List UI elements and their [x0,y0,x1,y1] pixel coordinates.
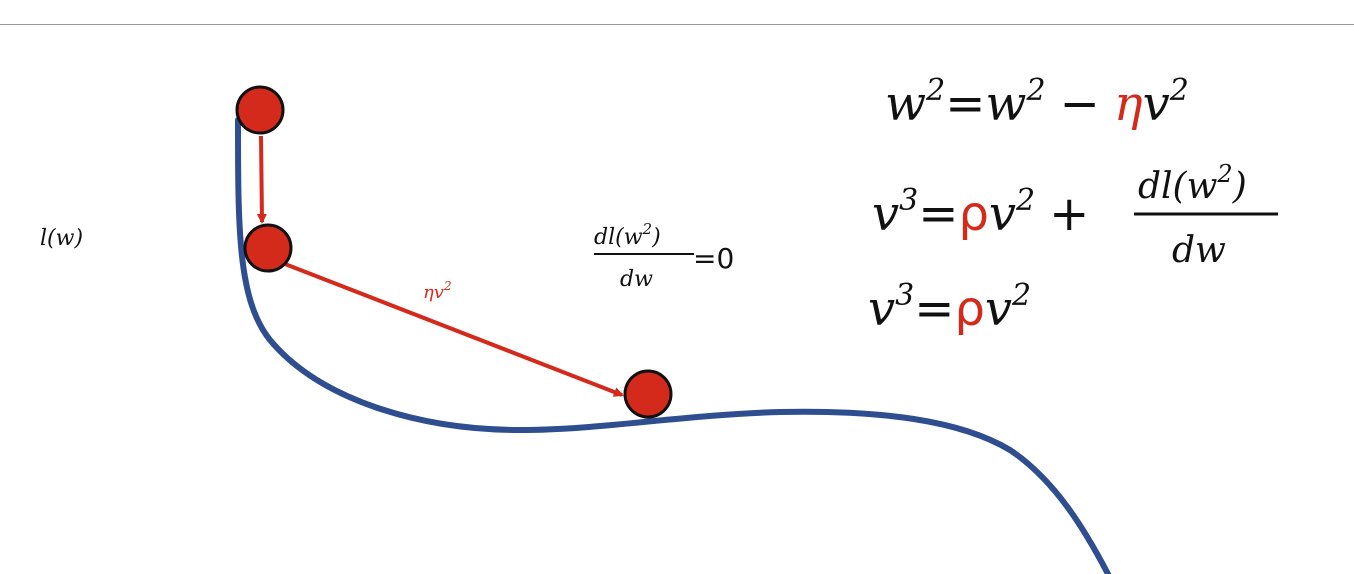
svg-text:v3=ρv2: v3=ρv2 [868,278,1031,337]
loss-curve [235,117,1111,574]
svg-text:ηv2: ηv2 [423,279,452,303]
svg-text:dl(w2): dl(w2) [1138,160,1247,207]
svg-text:=0: =0 [693,242,734,275]
svg-text:v3=ρv2+: v3=ρv2+ [872,183,1089,242]
zero-gradient-label: dl(w2) dw =0 [594,220,734,292]
equation-weight-update: w2=w2−ηv2 [885,73,1189,132]
first-step-arrow [256,135,267,224]
curve-label: l(w) [40,226,83,251]
equation-velocity-update: v3=ρv2+ dl(w2) dw [872,160,1278,271]
svg-text:dw: dw [1172,230,1226,271]
ball-second [243,223,293,273]
ball-start [235,85,285,135]
svg-text:dw: dw [620,267,653,292]
ball-flat-region [623,369,673,419]
svg-text:dl(w2): dl(w2) [594,220,661,250]
top-divider-line [0,24,1354,25]
step-label: ηv2 [423,279,452,303]
equation-velocity-flat: v3=ρv2 [868,278,1031,337]
momentum-step-arrow [284,262,624,397]
svg-text:w2=w2−ηv2: w2=w2−ηv2 [885,73,1189,132]
